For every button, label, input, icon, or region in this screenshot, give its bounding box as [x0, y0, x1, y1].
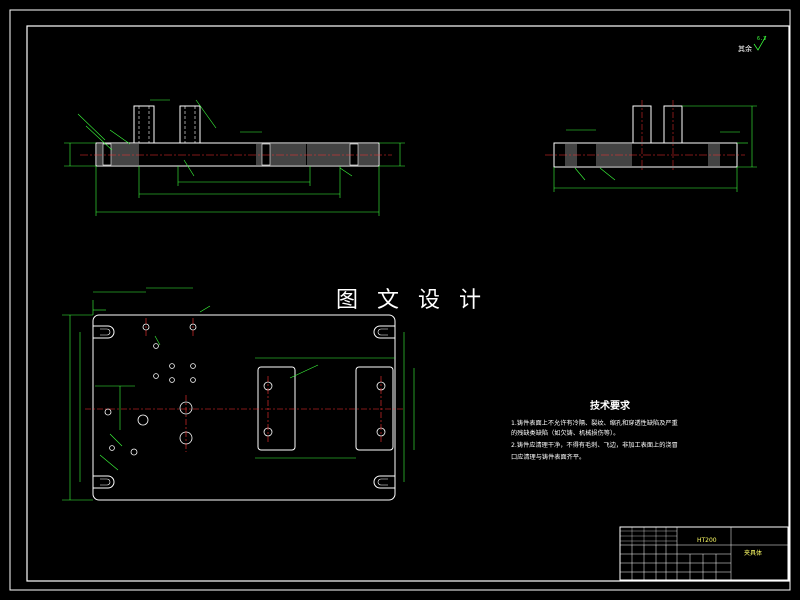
roughness-value: 6.3: [757, 36, 766, 42]
tech-requirement-line-2: 的残缺类缺陷（如欠铸、机械损伤等）。: [511, 429, 619, 437]
guide-block-left: [257, 366, 296, 451]
slot-top-right: [373, 325, 395, 339]
slot-bottom-left: [93, 475, 115, 489]
section-hatch-right: [307, 144, 378, 165]
tech-requirement-line-3: 2.铸件应清理干净，不得有毛刺、飞边，非加工表面上的浇冒: [511, 441, 678, 449]
drawing-name-label: 夹具体: [744, 549, 762, 557]
guide-block-right: [355, 366, 394, 451]
sheet-border: [9, 9, 791, 591]
title-block: HT200 夹具体: [619, 526, 789, 581]
tech-requirements-title: 技术要求: [590, 399, 631, 412]
tech-requirement-line-4: 口应清理与铸件表面齐平。: [511, 453, 585, 461]
watermark-text: 图 文 设 计: [336, 288, 487, 313]
side-view: [545, 100, 757, 192]
slot-top-left: [93, 325, 115, 339]
roughness-symbol: 其余 6.3: [738, 35, 767, 53]
material-label: HT200: [697, 537, 717, 544]
tech-requirement-line-1: 1.铸件表面上不允许有冷隔、裂纹、缩孔和穿透性缺陷及严重: [511, 419, 678, 427]
plan-view: [62, 287, 415, 501]
drawing-frame: [26, 25, 790, 582]
slot-bottom-right: [373, 475, 395, 489]
roughness-note-label: 其余: [738, 44, 752, 53]
tech-requirements: 技术要求 1.铸件表面上不允许有冷隔、裂纹、缩孔和穿透性缺陷及严重 的残缺类缺陷…: [511, 399, 678, 461]
front-view: [64, 99, 405, 216]
